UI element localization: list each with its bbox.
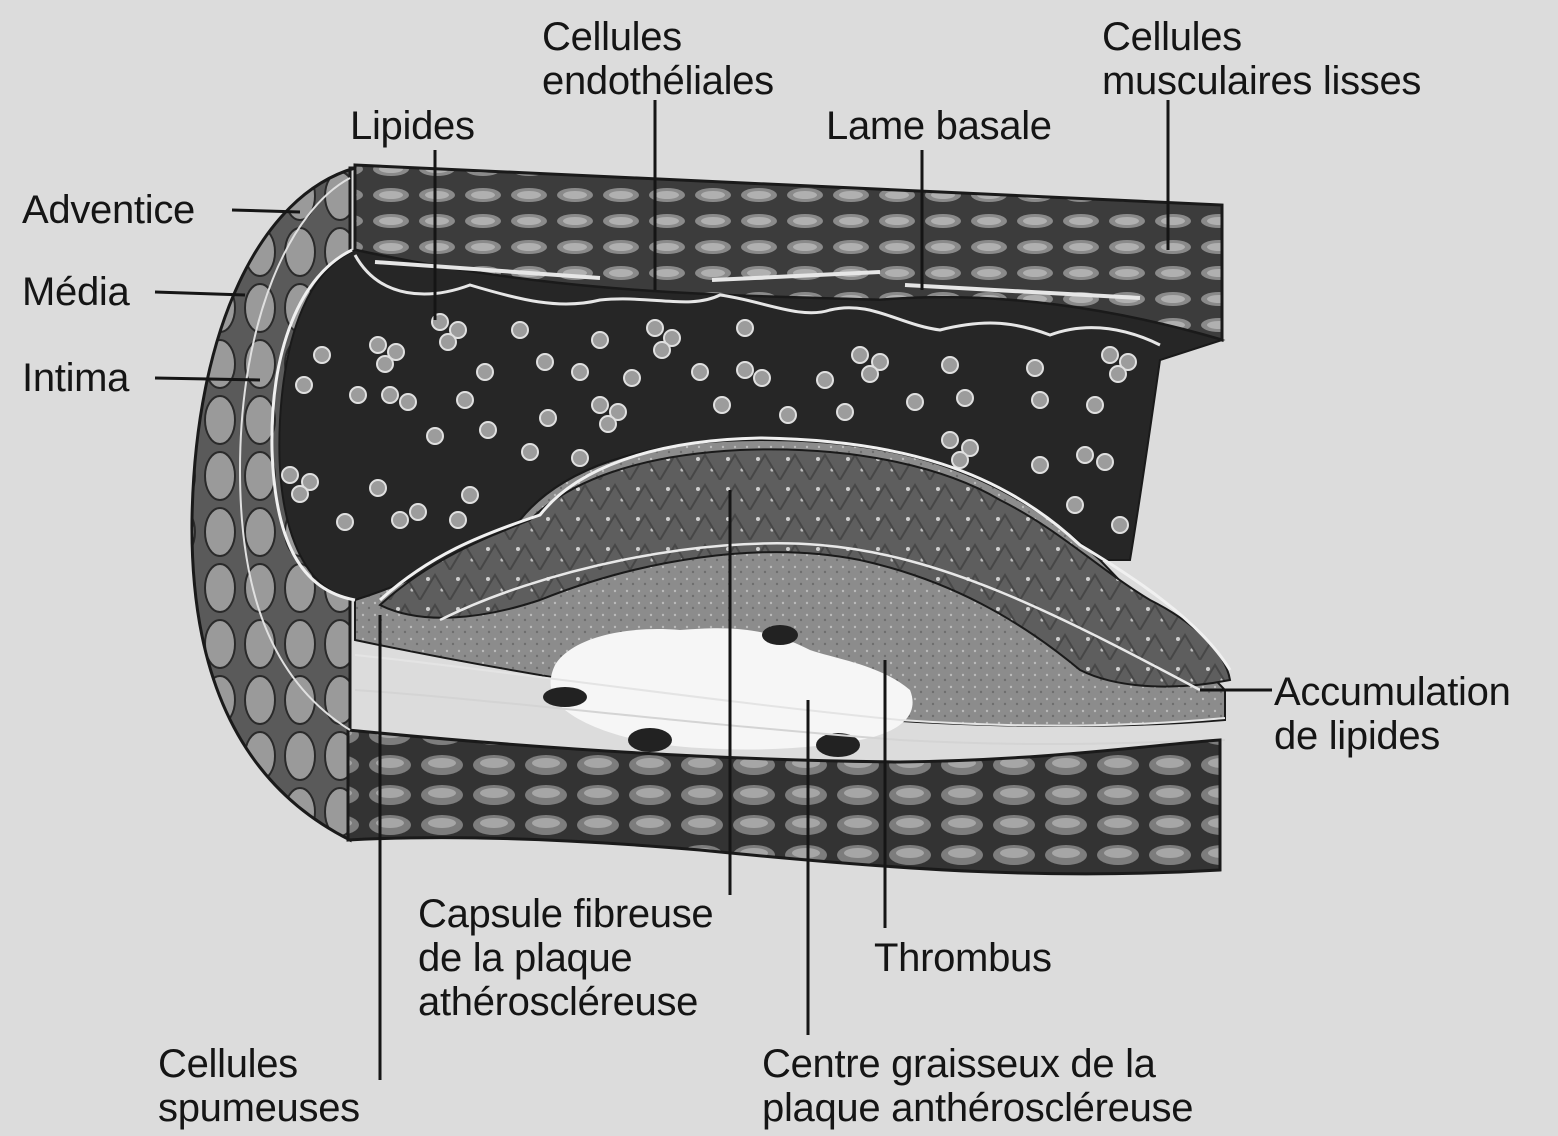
label-lame-basale: Lame basale [826, 104, 1052, 148]
label-adventice: Adventice [22, 188, 195, 232]
label-cellules-spumeuses: Cellules spumeuses [158, 1042, 360, 1130]
label-media: Média [22, 270, 129, 314]
label-intima: Intima [22, 356, 129, 400]
label-cellules-endotheliales: Cellules endothéliales [542, 15, 774, 103]
leader-intima [155, 378, 260, 380]
label-cellules-musculaires-lisses: Cellules musculaires lisses [1102, 15, 1421, 103]
label-centre-graisseux: Centre graisseux de la plaque anthéroscl… [762, 1042, 1193, 1130]
label-accumulation-de-lipides: Accumulation de lipides [1274, 670, 1511, 758]
label-thrombus: Thrombus [874, 936, 1052, 980]
label-lipides: Lipides [350, 104, 475, 148]
leader-adventice [232, 210, 300, 212]
label-capsule-fibreuse: Capsule fibreuse de la plaque athérosclé… [418, 892, 713, 1024]
leader-media [155, 292, 245, 295]
